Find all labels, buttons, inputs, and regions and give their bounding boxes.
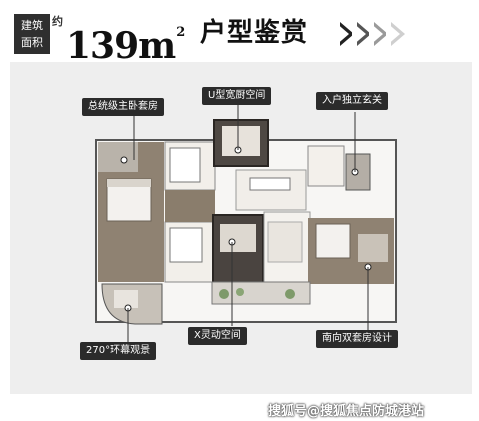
bed-3: [169, 227, 203, 263]
master-bath: [98, 142, 138, 172]
floor-plan-panel: 总统级主卧套房 U型宽厨空间 入户独立玄关 270°环幕观景 X灵动空间 南向双…: [10, 62, 472, 394]
entrance-hall: [307, 145, 345, 187]
plant: [285, 289, 295, 299]
marker-dot: [120, 156, 128, 164]
plant: [236, 288, 244, 296]
dining-table: [249, 177, 291, 191]
sofa: [267, 221, 303, 263]
area-unit-sup: 2: [176, 25, 185, 40]
chevron-right-icon: [369, 22, 388, 46]
leader-lines: [127, 100, 369, 342]
bed-2: [169, 147, 201, 183]
suite-bed: [315, 223, 351, 259]
callout-panorama: 270°环幕观景: [80, 342, 157, 360]
area-number: 139m: [66, 25, 176, 67]
suite-bath: [358, 234, 388, 262]
x-space-furniture: [220, 224, 256, 252]
dining-area: [235, 169, 307, 211]
callout-south-suite: 南向双套房设计: [316, 330, 398, 348]
badge-line-2: 面积: [21, 36, 43, 49]
corridor: [165, 190, 215, 222]
page-title: 户型鉴赏: [200, 18, 309, 48]
plant: [219, 289, 229, 299]
chevron-right-icon: [335, 22, 354, 46]
area-badge: 建筑 面积: [14, 14, 50, 54]
lounge-chair: [114, 290, 138, 308]
chevron-right-icon: [352, 22, 371, 46]
callout-u-kitchen: U型宽厨空间: [202, 87, 272, 105]
callout-entrance: 入户独立玄关: [316, 92, 388, 110]
floor-plan-drawing: [95, 100, 397, 342]
bed-headboard: [107, 179, 151, 187]
watermark-text: 搜狐号@搜狐焦点防城港站: [268, 404, 425, 419]
approx-label: 约: [52, 15, 63, 28]
chevron-right-icon: [386, 22, 405, 46]
badge-line-1: 建筑: [21, 19, 43, 32]
area-value: 139m2: [66, 10, 185, 69]
balcony: [211, 281, 311, 305]
callout-x-space: X灵动空间: [188, 327, 247, 345]
callout-master-suite: 总统级主卧套房: [82, 98, 164, 116]
